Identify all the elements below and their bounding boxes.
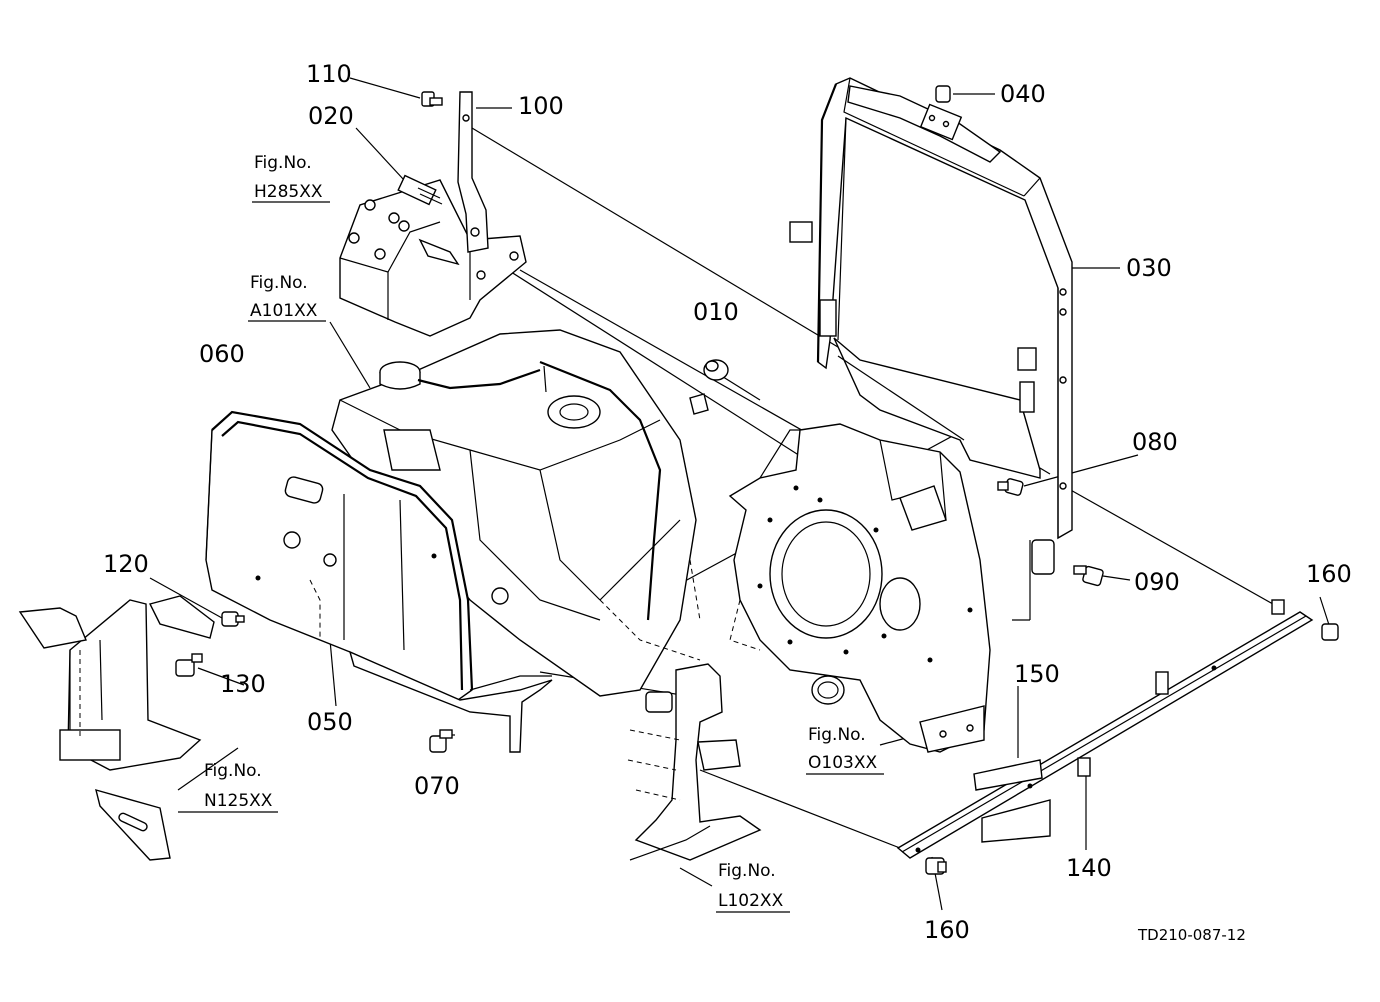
part-label-120: 120 [103,550,149,578]
part-label-070: 070 [414,772,460,800]
fuel-tank [331,329,701,697]
bolt-160-right [1321,623,1339,641]
radiator-frame [789,77,1073,575]
part-label-040: 040 [1000,80,1046,108]
part-label-060: 060 [199,340,245,368]
fig-ref-l102-code: L102XX [718,891,784,911]
bolt-090 [1073,565,1104,587]
fig-ref-a101-prefix: Fig.No. [250,273,308,293]
fig-ref-o103-prefix: Fig.No. [808,725,866,745]
flywheel-housing [728,423,991,753]
part-label-110: 110 [306,60,352,88]
fig-ref-n125-prefix: Fig.No. [204,761,262,781]
fig-ref-a101-code: A101XX [250,301,318,321]
support-bracket-center [627,663,762,861]
document-code: TD210-087-12 [1137,926,1246,944]
bolt-070 [429,729,453,753]
valve-bracket-assembly [339,91,527,337]
part-label-090: 090 [1134,568,1180,596]
part-label-020: 020 [308,102,354,130]
spacer-collar [689,359,729,415]
part-label-050: 050 [307,708,353,736]
fig-ref-o103-code: O103XX [808,753,877,773]
part-label-150: 150 [1014,660,1060,688]
part-label-080: 080 [1132,428,1178,456]
fig-ref-l102-prefix: Fig.No. [718,861,776,881]
fig-ref-h285-code: H285XX [254,182,323,202]
bolt-130 [175,653,203,677]
cross-beam [896,599,1314,859]
part-label-010: 010 [693,298,739,326]
bolt-160-bottom [925,857,947,875]
figure-references: Fig.No. H285XX Fig.No. A101XX Fig.No. N1… [178,153,884,913]
fig-ref-h285-prefix: Fig.No. [254,153,312,173]
bolt-080 [997,478,1024,496]
support-bracket-left [18,595,215,861]
part-label-160-right: 160 [1306,560,1352,588]
part-label-140: 140 [1066,854,1112,882]
part-label-030: 030 [1126,254,1172,282]
part-label-130: 130 [220,670,266,698]
part-label-100: 100 [518,92,564,120]
tank-cover [205,410,553,753]
part-number-labels: 110 100 020 040 030 010 060 080 090 120 … [103,60,1352,944]
bolt-120 [221,611,245,627]
fig-ref-n125-code: N125XX [204,791,273,811]
part-label-160-bottom: 160 [924,916,970,944]
